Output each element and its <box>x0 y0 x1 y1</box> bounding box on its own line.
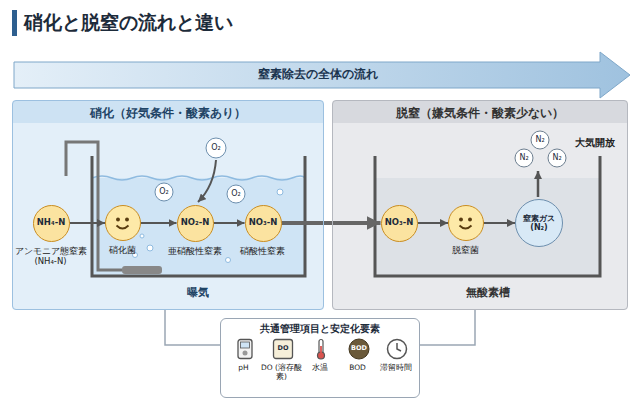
parameter-icon: BODBOD <box>348 338 370 360</box>
oxygen-bubble <box>206 138 226 158</box>
node-label: BOD <box>351 345 367 352</box>
flow-arrow <box>214 222 245 224</box>
free-label: 無酸素槽 <box>466 287 510 299</box>
icon-graphic <box>106 206 139 239</box>
water <box>92 178 305 276</box>
node-label: NH₄-N <box>37 218 66 228</box>
panel-band <box>13 101 323 123</box>
flow-banner-arrow <box>14 52 630 98</box>
free-label: N₂ <box>519 154 528 163</box>
process-panel: 硝化（好気条件・酸素あり）NH₄-Nアンモニア態窒素 (NH₄-N)硝化菌NO₂… <box>12 100 324 310</box>
panel-ground <box>332 100 628 310</box>
box-heading: 共通管理項目と安定化要素 <box>221 322 419 336</box>
substance-circle: NH₄-Nアンモニア態窒素 (NH₄-N) <box>33 205 70 242</box>
water-surface <box>92 176 305 180</box>
water <box>375 178 600 276</box>
oxygen-arrow <box>198 160 216 202</box>
node-caption: pH <box>221 363 267 372</box>
substance-circle: 窒素ガス (N₂) <box>515 199 563 247</box>
parameter-icon: DODO (溶存酸素) <box>272 338 294 360</box>
substance-circle: NO₂-N亜硝酸性窒素 <box>177 205 214 242</box>
flow-arrow <box>141 222 177 224</box>
panel-heading: 硝化（好気条件・酸素あり） <box>13 105 323 122</box>
node-label: DO <box>278 345 289 352</box>
free-label: N₂ <box>535 136 544 145</box>
panel-heading: 脱窒（嫌気条件・酸素少ない） <box>333 105 627 122</box>
node-caption: アンモニア態窒素 (NH₄-N) <box>11 246 91 266</box>
gas-release-arrow <box>537 171 540 197</box>
node-caption: 硝酸性窒素 <box>235 246 291 256</box>
node-label: NO₃-N <box>249 218 278 228</box>
oxygen-bubble <box>155 183 173 201</box>
flow-arrow <box>70 222 106 224</box>
free-label: O₂ <box>231 190 241 199</box>
node-caption: BOD <box>335 363 381 372</box>
title-accent <box>12 10 17 36</box>
node-caption: 滞留時間 <box>373 363 419 372</box>
nitrogen-bubble <box>548 149 566 167</box>
parameter-icon: pH <box>234 338 256 360</box>
panel-band <box>333 101 627 123</box>
free-label: 窒素除去の全体の流れ <box>258 68 378 81</box>
node-caption: DO (溶存酸素) <box>259 363 305 381</box>
diffuser <box>122 266 162 274</box>
diagram-title: 硝化と脱窒の流れと違い <box>24 10 233 36</box>
tank-wall <box>92 156 305 276</box>
tank-wall <box>375 156 600 276</box>
nitrogen-bubble <box>531 131 549 149</box>
free-label: N₂ <box>552 154 561 163</box>
panel-ground <box>12 100 324 310</box>
free-label: 大気開放 <box>575 137 615 148</box>
bacteria-circle: 硝化菌 <box>105 205 141 241</box>
parameter-icon: 滞留時間 <box>386 338 408 360</box>
icon-graphic <box>449 206 482 239</box>
flow-arrow <box>484 222 515 224</box>
oxygen-bubble <box>227 185 245 203</box>
node-label: 窒素ガス (N₂) <box>519 214 559 232</box>
node-label: NO₃-N <box>385 218 414 228</box>
substance-circle: NO₃-N <box>381 205 418 242</box>
nitrogen-bubble <box>515 149 533 167</box>
node-label: NO₂-N <box>181 218 210 228</box>
node-caption: 水温 <box>297 363 343 372</box>
substance-circle: NO₃-N硝酸性窒素 <box>245 205 282 242</box>
process-panel: 脱窒（嫌気条件・酸素少ない） NO₃-N 脱窒菌 窒素ガス (N₂) <box>332 100 628 310</box>
management-box: 共通管理項目と安定化要素pHDODO (溶存酸素)水温BODBOD滞留時間 <box>220 318 420 398</box>
bracket-line <box>165 310 220 345</box>
bracket-line <box>420 310 475 345</box>
bacteria-circle: 脱窒菌 <box>448 205 484 241</box>
icon-graphic <box>310 338 332 360</box>
flow-arrow <box>418 222 449 224</box>
free-label: O₂ <box>159 188 169 197</box>
free-label: O₂ <box>211 144 221 153</box>
parameter-icon: 水温 <box>310 338 332 360</box>
icon-graphic <box>386 338 408 360</box>
node-caption: 硝化菌 <box>93 245 153 255</box>
free-label: 曝気 <box>187 287 209 299</box>
node-caption: 亜硝酸性窒素 <box>165 246 225 256</box>
icon-graphic <box>234 338 256 360</box>
flow-arrow <box>282 221 381 225</box>
node-caption: 脱窒菌 <box>436 245 496 255</box>
